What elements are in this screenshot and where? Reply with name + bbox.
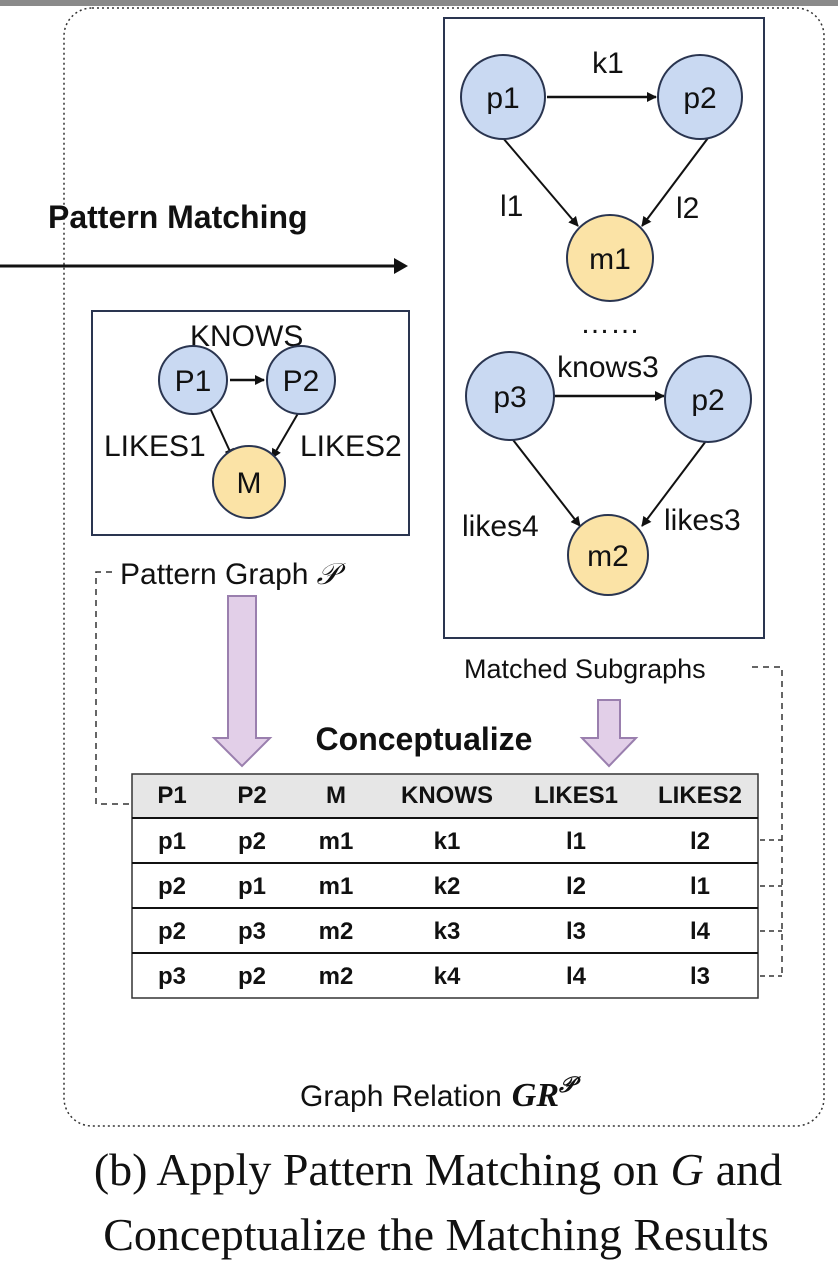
figure-caption-var: G (671, 1144, 704, 1195)
table-header-bg (132, 774, 758, 818)
table-cell: m2 (319, 918, 354, 945)
table-cell: p2 (238, 828, 266, 855)
pattern-caption-connector (95, 571, 132, 805)
match2-node-m2 (567, 514, 649, 596)
table-cell: l4 (690, 918, 711, 945)
pattern-node-m-label: M (237, 467, 262, 500)
match1-node-p2-label: p2 (683, 82, 716, 115)
pattern-graph-caption-text: Pattern Graph (120, 558, 308, 591)
match1-node-m1-label: m1 (589, 243, 631, 276)
table-cell: p2 (158, 918, 186, 945)
table-cell: m2 (319, 963, 354, 990)
figure-caption-line1-post: and (716, 1144, 782, 1195)
table-cell: m1 (319, 828, 354, 855)
pattern-node-m (212, 445, 286, 519)
match2-likes3-label: likes3 (664, 504, 741, 537)
top-border (0, 0, 838, 6)
figure-caption-line1-pre: (b) Apply Pattern Matching on (94, 1144, 659, 1195)
match2-knows-label: knows3 (557, 351, 659, 384)
match1-l1-edge (502, 137, 579, 227)
table-cell: k4 (434, 963, 461, 990)
table-header-cell: LIKES1 (534, 782, 618, 809)
table-header-cell: M (326, 782, 346, 809)
match2-node-p2-label: p2 (691, 384, 724, 417)
matched-subgraphs: k1 p1 p2 m1 l1 l2 …… knows3 p3 p2 m2 lik… (443, 17, 765, 639)
pattern-likes2-edge (271, 409, 301, 459)
pattern-likes2-label: LIKES2 (300, 430, 402, 463)
table-cell: m1 (319, 873, 354, 900)
match2-node-m2-label: m2 (587, 540, 629, 573)
graph-relation-table: P1 P2 M KNOWS LIKES1 LIKES2 p1 p2 m1 k1 l1 l2 p2 p1 m1… (131, 773, 759, 999)
pattern-matching-label: Pattern Matching (48, 199, 308, 235)
match1-node-p2 (657, 54, 743, 140)
table-cell: l3 (566, 918, 586, 945)
match1-l2-label: l2 (676, 192, 699, 225)
pattern-likes1-edge (209, 407, 234, 459)
figure-caption-line2: Conceptualize the Matching Results (103, 1209, 769, 1260)
pattern-graph: KNOWS P1 P2 M LIKES1 LIKES2 (91, 310, 410, 536)
match1-k-label: k1 (592, 47, 624, 80)
table-cell: l4 (566, 963, 587, 990)
table-frame (131, 773, 759, 999)
table-cell: l2 (690, 828, 710, 855)
pattern-node-p2 (266, 345, 336, 415)
table-header-cell: KNOWS (401, 782, 493, 809)
match1-node-m1 (566, 214, 654, 302)
pattern-matching-arrow-head (394, 258, 408, 274)
match1-node-p1-label: p1 (486, 82, 519, 115)
match2-node-p2 (664, 355, 752, 443)
match1-node-p1 (460, 54, 546, 140)
table-cell: l2 (566, 873, 586, 900)
table-cell: k1 (434, 828, 461, 855)
conceptualize-arrow-left (211, 595, 273, 768)
graph-relation-superscript: 𝒫 (558, 1072, 581, 1097)
match-ellipsis: …… (580, 307, 640, 340)
table-cell: l3 (690, 963, 710, 990)
table-cell: k2 (434, 873, 461, 900)
matched-subgraphs-caption: Matched Subgraphs (464, 654, 706, 684)
graph-relation-symbol: GR (512, 1077, 559, 1114)
outer-frame (63, 7, 825, 1127)
table-cell: l1 (566, 828, 586, 855)
match2-likes4-edge (509, 435, 581, 527)
graph-relation-caption: Graph Relation GR𝒫 (300, 1072, 581, 1114)
match1-l1-label: l1 (500, 190, 523, 223)
conceptualize-arrow-right (579, 699, 639, 768)
pattern-node-p2-label: P2 (283, 365, 320, 398)
table-header-cell: LIKES2 (658, 782, 742, 809)
pattern-node-p1 (158, 345, 228, 415)
table-cell: p2 (158, 873, 186, 900)
table-cell: l1 (690, 873, 710, 900)
pattern-node-p1-label: P1 (175, 365, 212, 398)
table-cell: p3 (238, 918, 266, 945)
table-cell: p1 (238, 873, 266, 900)
pattern-graph-caption-symbol: 𝒫 (316, 558, 346, 591)
match2-likes4-label: likes4 (462, 510, 539, 543)
matched-caption-connector (752, 666, 783, 976)
graph-relation-caption-text: Graph Relation (300, 1080, 502, 1113)
match2-node-p3 (465, 351, 555, 441)
table-cell: p3 (158, 963, 186, 990)
table-header-cell: P2 (237, 782, 266, 809)
pattern-knows-label: KNOWS (190, 320, 303, 353)
conceptualize-label: Conceptualize (316, 721, 533, 757)
match2-likes3-edge (641, 440, 707, 527)
table-header-cell: P1 (157, 782, 186, 809)
match2-node-p3-label: p3 (493, 381, 526, 414)
match1-l2-edge (641, 137, 709, 227)
pattern-likes1-label: LIKES1 (104, 430, 206, 463)
table-cell: p2 (238, 963, 266, 990)
table-cell: k3 (434, 918, 461, 945)
table-cell: p1 (158, 828, 186, 855)
